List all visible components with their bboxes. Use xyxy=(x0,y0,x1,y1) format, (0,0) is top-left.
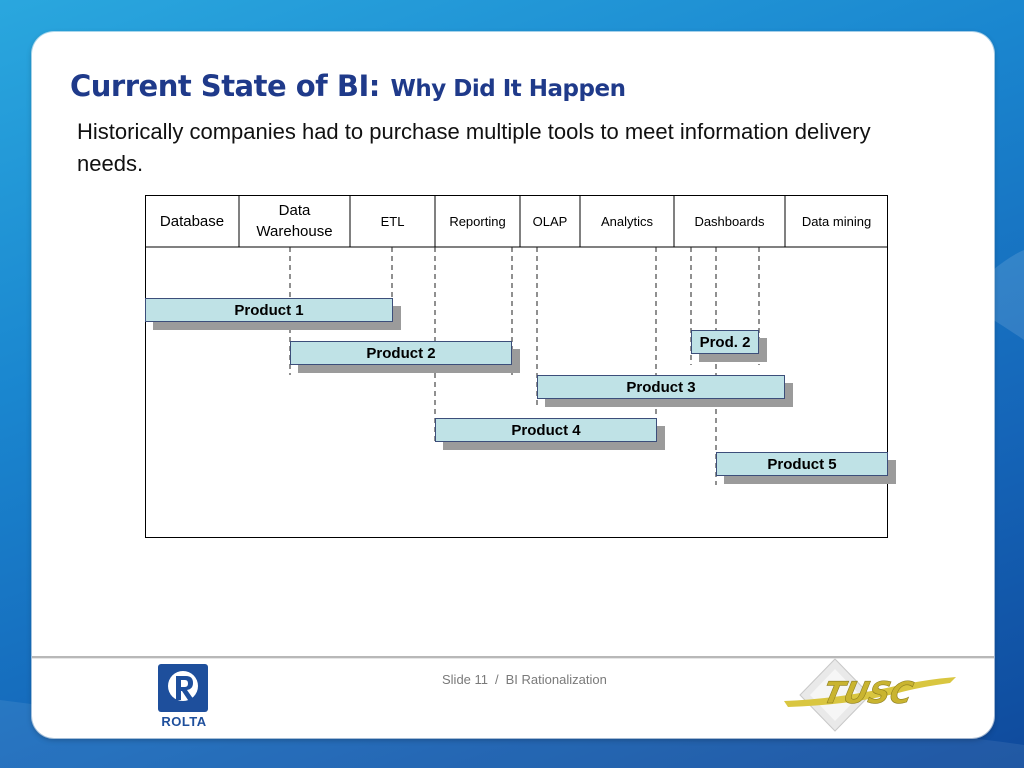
rolta-logo-mark xyxy=(158,664,208,712)
tusc-logo: TUSC xyxy=(784,658,956,732)
intro-text: Historically companies had to purchase m… xyxy=(77,119,871,176)
product-coverage-chart: Database Data Warehouse ETL Reporting OL… xyxy=(145,195,896,538)
column-header-reporting: Reporting xyxy=(449,213,506,229)
column-header-data-warehouse: Data Warehouse xyxy=(256,202,333,240)
product-bar-prod-2: Prod. 2 xyxy=(691,330,759,354)
product-bar-5: Product 5 xyxy=(716,452,888,476)
product-bar-4: Product 4 xyxy=(435,418,657,442)
column-header-database: Database xyxy=(159,212,225,230)
product-bar-3: Product 3 xyxy=(537,375,785,399)
slide: Current State of BI: Why Did It Happen H… xyxy=(32,32,994,738)
footer-separator: / xyxy=(495,672,499,687)
footer-divider xyxy=(32,656,994,659)
column-header-dashboards: Dashboards xyxy=(694,213,765,229)
column-header-analytics: Analytics xyxy=(600,213,654,229)
column-header-olap: OLAP xyxy=(532,213,568,229)
title-main: Current State of BI: xyxy=(70,69,380,103)
rolta-logo: ROLTA xyxy=(158,664,210,729)
product-bar-1: Product 1 xyxy=(145,298,393,322)
column-header-etl: ETL xyxy=(380,213,405,229)
rolta-logo-text: ROLTA xyxy=(161,714,207,729)
slide-title: Current State of BI: Why Did It Happen xyxy=(70,66,626,104)
footer-caption: Slide 11 / BI Rationalization xyxy=(442,672,607,687)
slide-number: Slide 11 xyxy=(442,672,489,687)
column-header-data-mining: Data mining xyxy=(801,213,872,229)
title-sub: Why Did It Happen xyxy=(390,76,626,102)
section-name: BI Rationalization xyxy=(505,672,607,687)
product-bar-2: Product 2 xyxy=(290,341,512,365)
tusc-logo-text: TUSC xyxy=(820,676,916,711)
